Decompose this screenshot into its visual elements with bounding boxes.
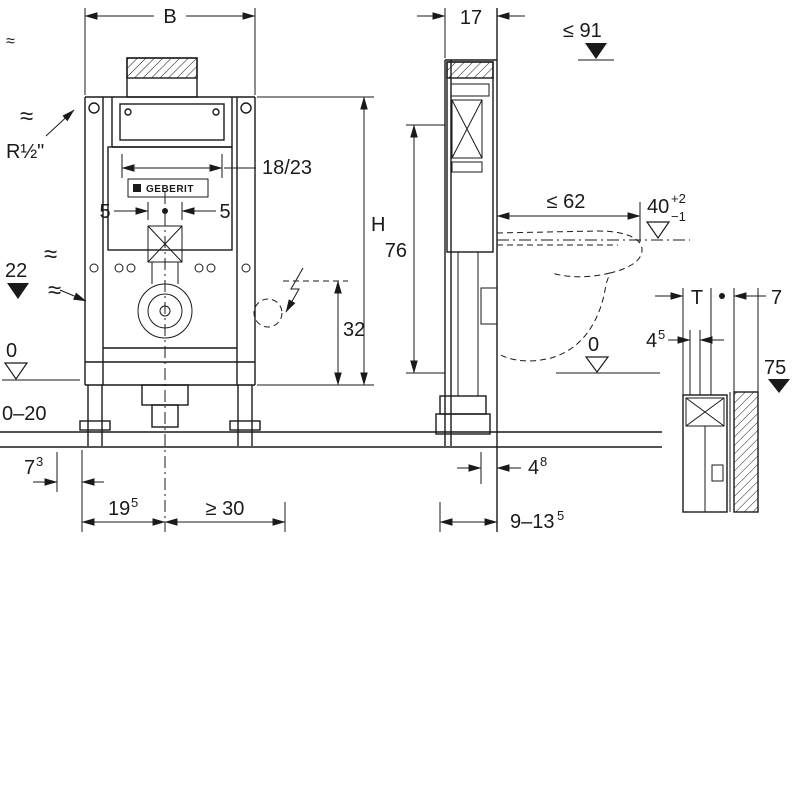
dim-front-height: H (257, 96, 385, 386)
front-frame (79, 57, 261, 446)
front-flush-mechanism (89, 225, 251, 339)
label-supply-height: 22 (5, 260, 27, 282)
side-frame (435, 59, 498, 446)
supply-connection: ≈ ≈ R½" (6, 33, 75, 163)
dim-socket-height: 32 (283, 280, 365, 386)
geberit-logo: GEBERIT (127, 178, 209, 198)
label-offset-right: 5 (219, 201, 230, 223)
dim-max-reach: ≤ 62 (496, 191, 641, 242)
dim-side-9135: 9–13 5 (439, 502, 564, 533)
supply-height-annotation: 22 ≈ ≈ (5, 241, 87, 304)
water-symbol-icon: ≈ (44, 241, 57, 268)
label-rim40: 40 (647, 196, 669, 218)
dim-plate-heights: 18/23 (121, 154, 312, 179)
label-rim40-sup: +2 (671, 191, 686, 206)
label-plate-heights: 18/23 (262, 157, 312, 179)
geberit-logo-text: GEBERIT (146, 184, 194, 195)
label-45: 4 (646, 330, 657, 352)
label-73-sup: 3 (36, 454, 43, 469)
front-floor-level: 0 0–20 (2, 340, 80, 425)
label-detail-7: 7 (771, 287, 782, 309)
side-view: 17 ≤ 91 76 ≤ 62 40 +2 −1 (385, 7, 690, 533)
dim-front-width: B (84, 6, 256, 95)
lightning-icon (285, 267, 304, 313)
label-front-width: B (163, 6, 176, 28)
dim-front-73: 7 3 (24, 452, 104, 492)
label-75: 75 (764, 357, 786, 379)
level-75-annotation: 75 (764, 357, 790, 393)
label-195-sup: 5 (131, 495, 138, 510)
dim-bend-height: 76 (385, 124, 445, 374)
label-rim40-sub: −1 (671, 209, 686, 224)
label-bend-height: 76 (385, 240, 407, 262)
label-max62: ≤ 62 (547, 191, 586, 213)
dim-side-depth: 17 (417, 7, 525, 58)
level-marker-open (3, 362, 29, 381)
front-view: GEBERIT B 18/23 5 5 (2, 6, 385, 532)
label-socket-height: 32 (343, 319, 365, 341)
label-front-height: H (371, 214, 385, 236)
level-marker-open (645, 221, 671, 240)
label-195: 19 (108, 498, 130, 520)
dim-front-min30: ≥ 30 (164, 498, 286, 532)
label-max91: ≤ 91 (563, 20, 602, 42)
floor-lines (0, 431, 662, 448)
toilet-outline (496, 230, 643, 362)
detail-view: T 7 4 5 75 (646, 287, 790, 513)
water-symbol-icon: ≈ (48, 277, 61, 304)
label-supply-thread: R½" (6, 141, 44, 163)
level-marker-filled (768, 379, 790, 393)
label-offset-left: 5 (99, 201, 110, 223)
electrical-connection (253, 267, 304, 328)
label-front-zero: 0 (6, 340, 17, 362)
level-marker-filled (585, 43, 607, 59)
label-side-depth: 17 (460, 7, 482, 29)
label-45-sup: 5 (658, 327, 665, 342)
max-height-annotation: ≤ 91 (563, 20, 614, 61)
wall-hatch (733, 391, 759, 513)
dim-plate-offset: 5 5 (99, 201, 230, 223)
dim-detail-T: T (655, 287, 725, 395)
label-detail-T: T (691, 287, 703, 309)
dim-side-48: 4 8 (457, 452, 547, 484)
label-9135: 9–13 (510, 511, 555, 533)
label-48-sup: 8 (540, 454, 547, 469)
dim-front-195: 19 5 (81, 450, 166, 532)
label-48: 4 (528, 457, 539, 479)
level-marker-open (584, 356, 610, 374)
label-floor-range: 0–20 (2, 403, 47, 425)
water-symbol-icon: ≈ (20, 103, 33, 130)
dim-detail-45: 4 5 (646, 327, 724, 395)
label-73: 7 (24, 457, 35, 479)
label-min30: ≥ 30 (206, 498, 245, 520)
dim-detail-7: 7 (733, 287, 782, 392)
label-9135-sup: 5 (557, 508, 564, 523)
geberit-logo-icon (133, 184, 141, 192)
rim-height-annotation: 40 +2 −1 (497, 191, 690, 241)
level-marker-filled (7, 283, 29, 299)
label-side-zero: 0 (588, 334, 599, 356)
water-symbol-icon: ≈ (6, 33, 15, 50)
side-floor-level: 0 (556, 334, 660, 374)
detail-profile (682, 391, 759, 513)
